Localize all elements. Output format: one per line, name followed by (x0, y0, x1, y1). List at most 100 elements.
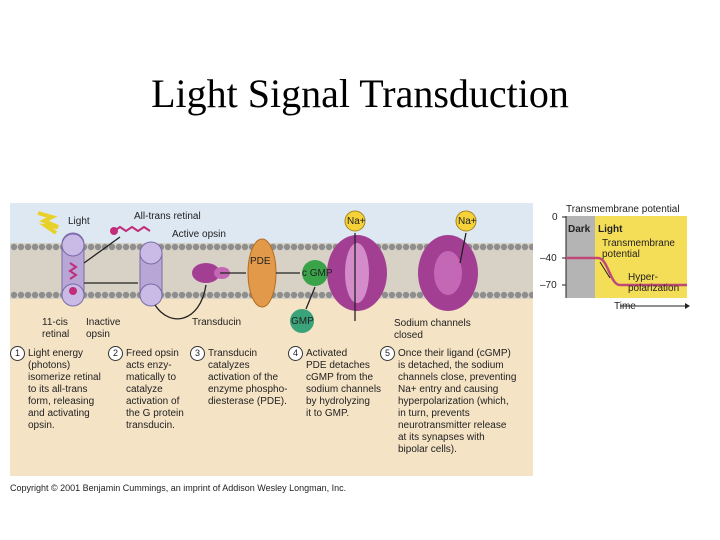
step-text: Transducin catalyzes activation of the e… (208, 348, 288, 407)
lipid-head (381, 291, 389, 299)
sodium-ion-2 (455, 210, 477, 232)
lipid-head (122, 243, 130, 251)
lipid-head (87, 243, 95, 251)
inactive-opsin-label: Inactive opsin (86, 317, 121, 340)
lipid-head (164, 243, 172, 251)
lipid-head (472, 291, 480, 299)
lipid-head (178, 291, 186, 299)
lipid-head (416, 243, 424, 251)
lipid-head (311, 243, 319, 251)
lipid-head (115, 243, 123, 251)
lipid-head (199, 243, 207, 251)
pde-label: PDE (250, 256, 271, 267)
lipid-head (479, 243, 487, 251)
lipid-head (241, 291, 249, 299)
lipid-head (17, 243, 25, 251)
lipid-head (220, 243, 228, 251)
lipid-head (178, 243, 186, 251)
step-number: 5 (380, 346, 395, 361)
lipid-head (213, 243, 221, 251)
lipid-head (388, 291, 396, 299)
y-tick-0: 0 (552, 212, 558, 223)
lipid-head (24, 291, 32, 299)
lipid-head (185, 291, 193, 299)
lipid-head (10, 291, 18, 299)
lipid-head (283, 291, 291, 299)
lipid-head (38, 291, 46, 299)
lipid-head (227, 243, 235, 251)
lipid-head (122, 291, 130, 299)
gmp-label: GMP (291, 316, 314, 327)
light-label: Light (68, 216, 90, 227)
lipid-head (87, 291, 95, 299)
copyright-notice: Copyright © 2001 Benjamin Cummings, an i… (10, 483, 347, 493)
transducin-label: Transducin (192, 317, 242, 328)
lipid-head (311, 291, 319, 299)
lipid-head (108, 291, 116, 299)
process-arrows (83, 232, 467, 321)
phototransduction-figure (10, 203, 533, 476)
lipid-head (38, 243, 46, 251)
lipid-head (10, 243, 18, 251)
sodium-ion-1 (344, 210, 366, 232)
lipid-head (206, 291, 214, 299)
lipid-head (304, 243, 312, 251)
lipid-head (31, 243, 39, 251)
lipid-head (528, 291, 533, 299)
step-text: Freed opsin acts enzy- matically to cata… (126, 348, 184, 431)
lipid-head (472, 243, 480, 251)
lipid-head (283, 243, 291, 251)
lipid-head (325, 291, 333, 299)
lipid-head (206, 243, 214, 251)
light-label: Light (598, 224, 623, 235)
step-number: 4 (288, 346, 303, 361)
lipid-head (486, 291, 494, 299)
cis-retinal-label: 11-cis retinal (42, 317, 70, 340)
y-tick-40: –40 (540, 253, 557, 264)
active-opsin-label: Active opsin (172, 229, 226, 240)
lipid-head (318, 243, 326, 251)
sodium-ion-label-2: Na+ (458, 216, 477, 227)
lipid-head (395, 291, 403, 299)
lipid-head (409, 243, 417, 251)
inactive-opsin-protein (61, 232, 85, 307)
lipid-head (227, 291, 235, 299)
lipid-head (45, 243, 53, 251)
lipid-head (304, 291, 312, 299)
lipid-head (514, 243, 522, 251)
cgmp-label: c GMP (302, 268, 333, 279)
lipid-head (493, 243, 501, 251)
lipid-head (290, 243, 298, 251)
lipid-head (395, 243, 403, 251)
time-label: Time (614, 301, 636, 312)
lipid-head (234, 291, 242, 299)
lipid-head (171, 291, 179, 299)
lipid-head (325, 243, 333, 251)
lipid-head (220, 291, 228, 299)
all-trans-retinal-label: All-trans retinal (134, 211, 201, 222)
lipid-head (521, 291, 529, 299)
lipid-head (17, 291, 25, 299)
gmp-molecule (290, 309, 314, 333)
slide-title: Light Signal Transduction (151, 71, 569, 116)
lipid-head (185, 243, 193, 251)
lipid-head (402, 243, 410, 251)
step-text: Once their ligand (cGMP) is detached, th… (398, 348, 517, 455)
y-tick-70: –70 (540, 280, 557, 291)
step-text: Light energy (photons) isomerize retinal… (28, 348, 101, 431)
lipid-head (479, 291, 487, 299)
lipid-head (192, 291, 200, 299)
lipid-head (290, 291, 298, 299)
lipid-head (234, 243, 242, 251)
lipid-head (297, 243, 305, 251)
lipid-head (31, 291, 39, 299)
sodium-channels-label: Sodium channels closed (394, 318, 471, 341)
all-trans-retinal-icon (113, 225, 151, 233)
lipid-head (416, 291, 424, 299)
lipid-head (171, 243, 179, 251)
lipid-head (388, 243, 396, 251)
time-arrow-icon (685, 303, 690, 309)
lipid-head (108, 243, 116, 251)
lipid-head (192, 243, 200, 251)
graph-title: Transmembrane potential (566, 204, 680, 215)
